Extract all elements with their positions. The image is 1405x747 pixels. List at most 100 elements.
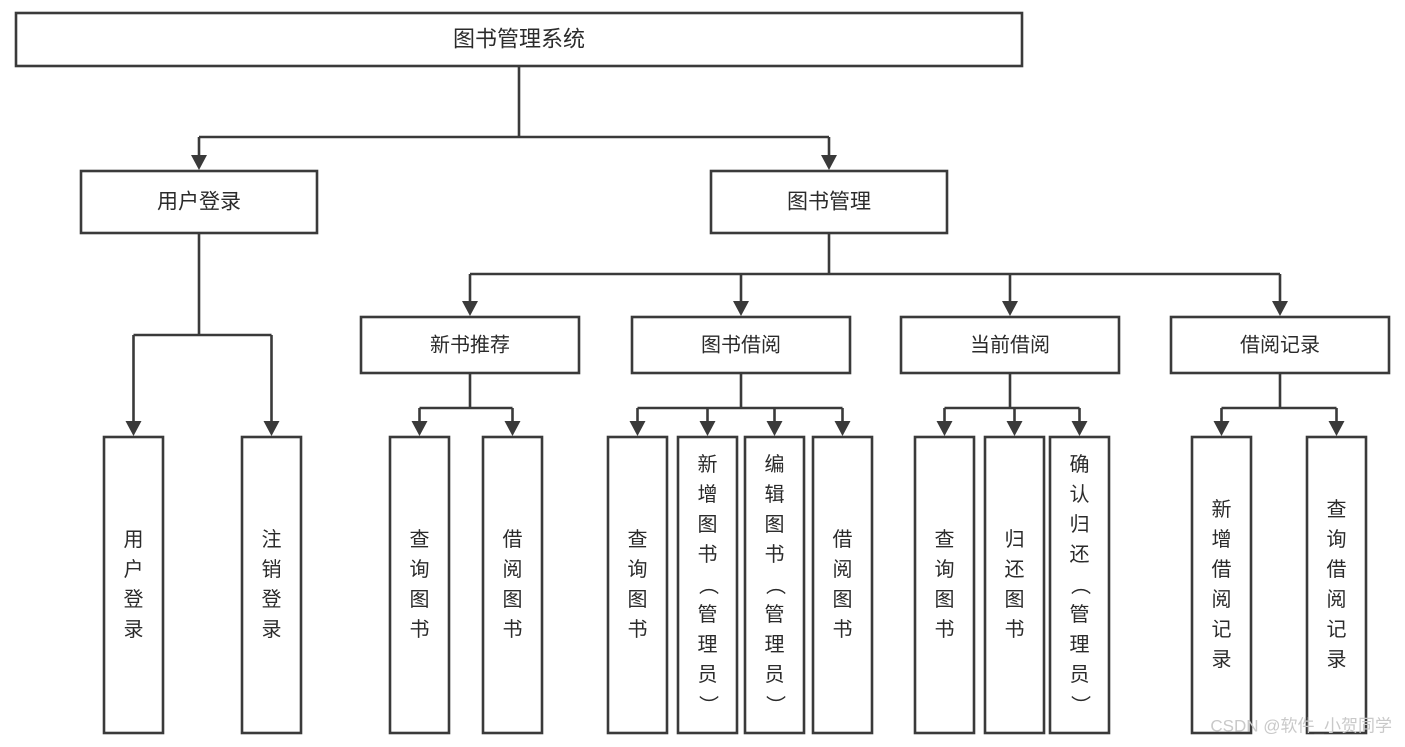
node-label-char: 借 <box>833 528 853 551</box>
arrow-head-icon <box>411 421 428 436</box>
node-box-root <box>14 11 1024 68</box>
node-label-char: （ <box>1069 575 1092 595</box>
node-leaf-user-login[interactable]: 用户登录 <box>102 435 165 735</box>
arrow-head-icon <box>504 421 521 436</box>
node-label-char: 询 <box>1327 528 1347 551</box>
node-label-char: 查 <box>1327 498 1347 521</box>
node-label-char: 管 <box>765 603 785 626</box>
node-box-leaf-query-book-2 <box>606 435 669 735</box>
node-box-leaf-query-book-3 <box>913 435 976 735</box>
connector-layer <box>125 66 1345 436</box>
node-label-char: 查 <box>628 528 648 551</box>
node-label-char: 理 <box>765 634 785 656</box>
node-label-char: 辑 <box>765 483 785 506</box>
node-label-char: 查 <box>935 528 955 551</box>
csdn-watermark: CSDN @软件_小贺同学 <box>1210 716 1392 735</box>
node-label-char: 书 <box>503 618 523 641</box>
node-label-char: 图 <box>628 589 648 611</box>
arrow-head-icon <box>699 421 716 436</box>
node-label-char: 录 <box>124 619 144 641</box>
node-label-char: 员 <box>765 664 785 686</box>
node-box-current-borrow <box>899 315 1121 375</box>
node-new-book-recommend[interactable]: 新书推荐 <box>359 315 581 375</box>
node-label-char: 还 <box>1070 543 1090 566</box>
node-label-char: ） <box>1069 695 1092 715</box>
node-label-char: 书 <box>935 618 955 641</box>
node-box-leaf-query-book-1 <box>388 435 451 735</box>
node-borrow-record[interactable]: 借阅记录 <box>1169 315 1391 375</box>
node-label-char: 理 <box>698 634 718 656</box>
node-label-current-borrow: 当前借阅 <box>970 333 1050 356</box>
node-label-char: （ <box>697 575 720 595</box>
node-label-char: 书 <box>698 543 718 566</box>
node-layer: 图书管理系统用户登录图书管理新书推荐图书借阅当前借阅借阅记录用户登录注销登录查询… <box>14 11 1391 735</box>
arrow-head-icon <box>1002 301 1018 316</box>
node-box-leaf-add-borrow-record <box>1190 435 1253 735</box>
node-label-char: 图 <box>1005 589 1025 611</box>
arrow-head-icon <box>766 421 783 436</box>
arrow-head-icon <box>1006 421 1023 436</box>
node-book-manage[interactable]: 图书管理 <box>709 169 949 235</box>
node-label-char: 新 <box>1212 498 1232 521</box>
node-label-char: 新 <box>698 453 718 476</box>
node-label-char: 归 <box>1005 528 1025 551</box>
node-label-char: ） <box>764 695 787 715</box>
node-user-login[interactable]: 用户登录 <box>79 169 319 235</box>
node-box-leaf-borrow-book-2 <box>811 435 874 735</box>
arrow-head-icon <box>1071 421 1088 436</box>
node-box-leaf-logout <box>240 435 303 735</box>
node-current-borrow[interactable]: 当前借阅 <box>899 315 1121 375</box>
node-label-char: 管 <box>698 603 718 626</box>
node-label-char: 还 <box>1005 558 1025 581</box>
node-label-char: 编 <box>765 453 785 476</box>
node-label-user-login: 用户登录 <box>157 191 241 214</box>
arrow-head-icon <box>1328 421 1345 436</box>
node-label-char: 注 <box>262 528 282 551</box>
arrow-head-icon <box>191 155 207 170</box>
node-box-leaf-return-book <box>983 435 1046 735</box>
node-label-char: 录 <box>1212 649 1232 671</box>
arrow-head-icon <box>936 421 953 436</box>
node-root[interactable]: 图书管理系统 <box>14 11 1024 68</box>
node-label-char: 录 <box>1327 649 1347 671</box>
node-box-leaf-confirm-return-admin <box>1048 435 1111 735</box>
node-label-char: 记 <box>1212 618 1232 641</box>
node-label-char: 阅 <box>833 558 853 581</box>
arrow-head-icon <box>821 155 837 170</box>
arrow-head-icon <box>462 301 478 316</box>
node-book-borrow[interactable]: 图书借阅 <box>630 315 852 375</box>
node-box-book-manage <box>709 169 949 235</box>
node-label-char: 认 <box>1070 483 1090 506</box>
arrow-head-icon <box>263 421 280 436</box>
node-label-book-borrow: 图书借阅 <box>701 333 781 356</box>
node-label-char: ） <box>697 695 720 715</box>
node-label-char: 查 <box>410 528 430 551</box>
node-label-char: 借 <box>503 528 523 551</box>
node-box-leaf-add-book-admin <box>676 435 739 735</box>
node-label-char: 图 <box>410 589 430 611</box>
node-label-char: 员 <box>698 664 718 686</box>
node-label-char: 增 <box>698 483 718 506</box>
node-label-char: 录 <box>262 619 282 641</box>
node-label-root: 图书管理系统 <box>453 26 585 51</box>
node-label-char: 询 <box>410 558 430 581</box>
node-label-char: 书 <box>628 618 648 641</box>
node-label-char: 书 <box>833 618 853 641</box>
node-label-char: 阅 <box>1327 588 1347 611</box>
node-label-char: 管 <box>1070 603 1090 626</box>
node-label-char: 登 <box>124 588 144 611</box>
node-label-char: 借 <box>1212 558 1232 581</box>
node-box-leaf-edit-book-admin <box>743 435 806 735</box>
